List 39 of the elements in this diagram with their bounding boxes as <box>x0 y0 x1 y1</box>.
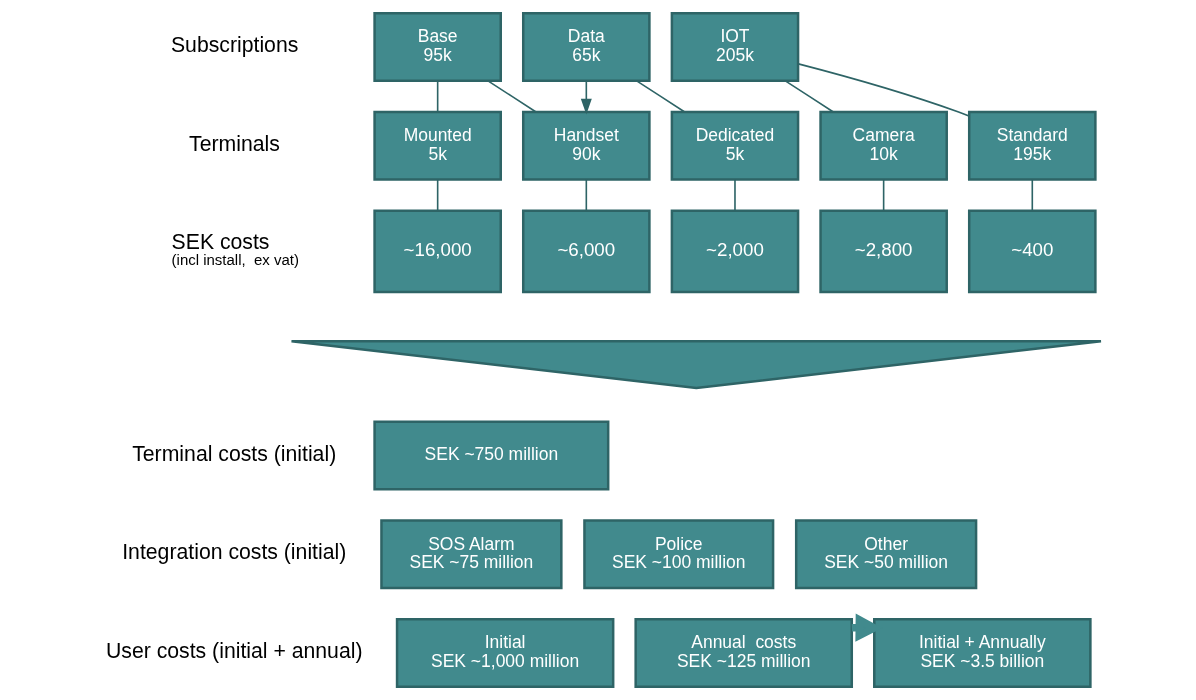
label: Subscriptions <box>170 33 298 57</box>
label: Terminals <box>188 131 280 155</box>
node-box: Camera 10k <box>818 110 948 181</box>
label: User costs (initial + annual) <box>105 639 363 663</box>
label: (incl install, ex vat) <box>171 251 299 269</box>
connector <box>882 178 884 212</box>
connector <box>635 80 685 113</box>
node-box: ~6,000 <box>521 209 651 294</box>
connector <box>1031 178 1033 212</box>
node-box: ~16,000 <box>372 209 502 294</box>
node-box: Data 65k <box>521 12 651 83</box>
label: SEK costs <box>171 229 269 253</box>
connector <box>585 178 587 212</box>
node-box: Initial SEK ~1,000 million <box>395 617 614 688</box>
node-box: SEK ~750 million <box>372 420 609 491</box>
node-box: SOS Alarm SEK ~75 million <box>379 519 563 590</box>
node-box: Mounted 5k <box>372 110 502 181</box>
node-box: Other SEK ~50 million <box>794 519 977 590</box>
node-box: Annual costs SEK ~125 million <box>633 617 853 688</box>
node-box: IOT 205k <box>670 12 799 83</box>
label: Integration costs (initial) <box>121 540 346 564</box>
node-box: Police SEK ~100 million <box>582 519 774 590</box>
connector <box>436 178 438 212</box>
label: Terminal costs (initial) <box>131 441 336 465</box>
connector <box>784 80 834 113</box>
node-box: ~400 <box>967 209 1097 294</box>
node-box: Base 95k <box>372 12 502 83</box>
node-box: Standard 195k <box>967 110 1097 181</box>
node-box: Initial + Annually SEK ~3.5 billion <box>872 617 1092 688</box>
connector <box>797 63 970 117</box>
arrow <box>580 80 592 115</box>
connector <box>436 80 438 113</box>
node-triangle <box>289 340 1102 390</box>
node-box: Dedicated 5k <box>670 110 799 181</box>
connector <box>733 178 736 212</box>
connector <box>486 80 537 113</box>
node-box: Handset 90k <box>521 110 651 181</box>
node-box: ~2,800 <box>818 209 948 294</box>
node-box: ~2,000 <box>670 209 799 294</box>
